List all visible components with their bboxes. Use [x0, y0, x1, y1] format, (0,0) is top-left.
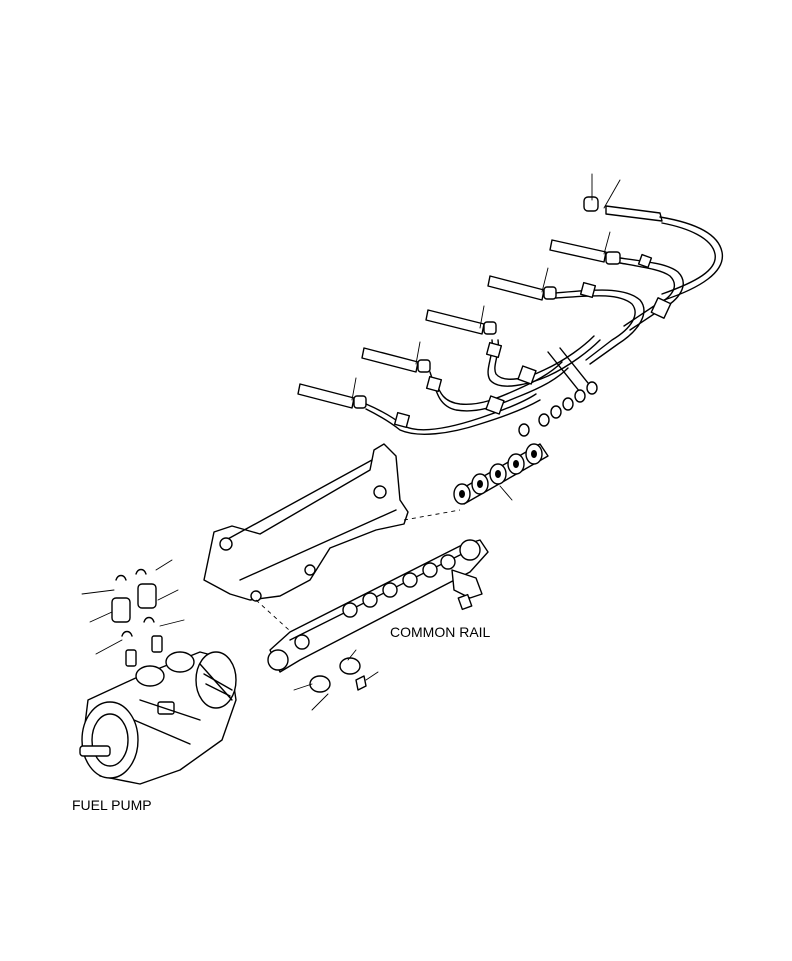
pump-small-parts [81, 559, 185, 655]
injection-pipe-3 [487, 275, 645, 365]
pipe-leader-lines [351, 173, 621, 401]
injection-pipe-6 [297, 383, 541, 435]
injection-pipe-1 [583, 196, 724, 301]
fuel-pump: FUEL PUMP [72, 635, 237, 813]
flow-limiter-set [453, 443, 549, 505]
injection-pipe-4 [425, 309, 601, 387]
injection-pipes [297, 173, 724, 437]
fuel-pump-label: FUEL PUMP [72, 797, 152, 813]
rail-bracket [203, 443, 461, 641]
pipe-end-fittings [518, 381, 598, 437]
rail-plugs [293, 649, 379, 711]
injection-pipe-2 [549, 239, 684, 331]
common-rail-label: COMMON RAIL [390, 624, 491, 640]
common-rail: COMMON RAIL [267, 539, 491, 673]
pipe-clamps [485, 297, 672, 415]
